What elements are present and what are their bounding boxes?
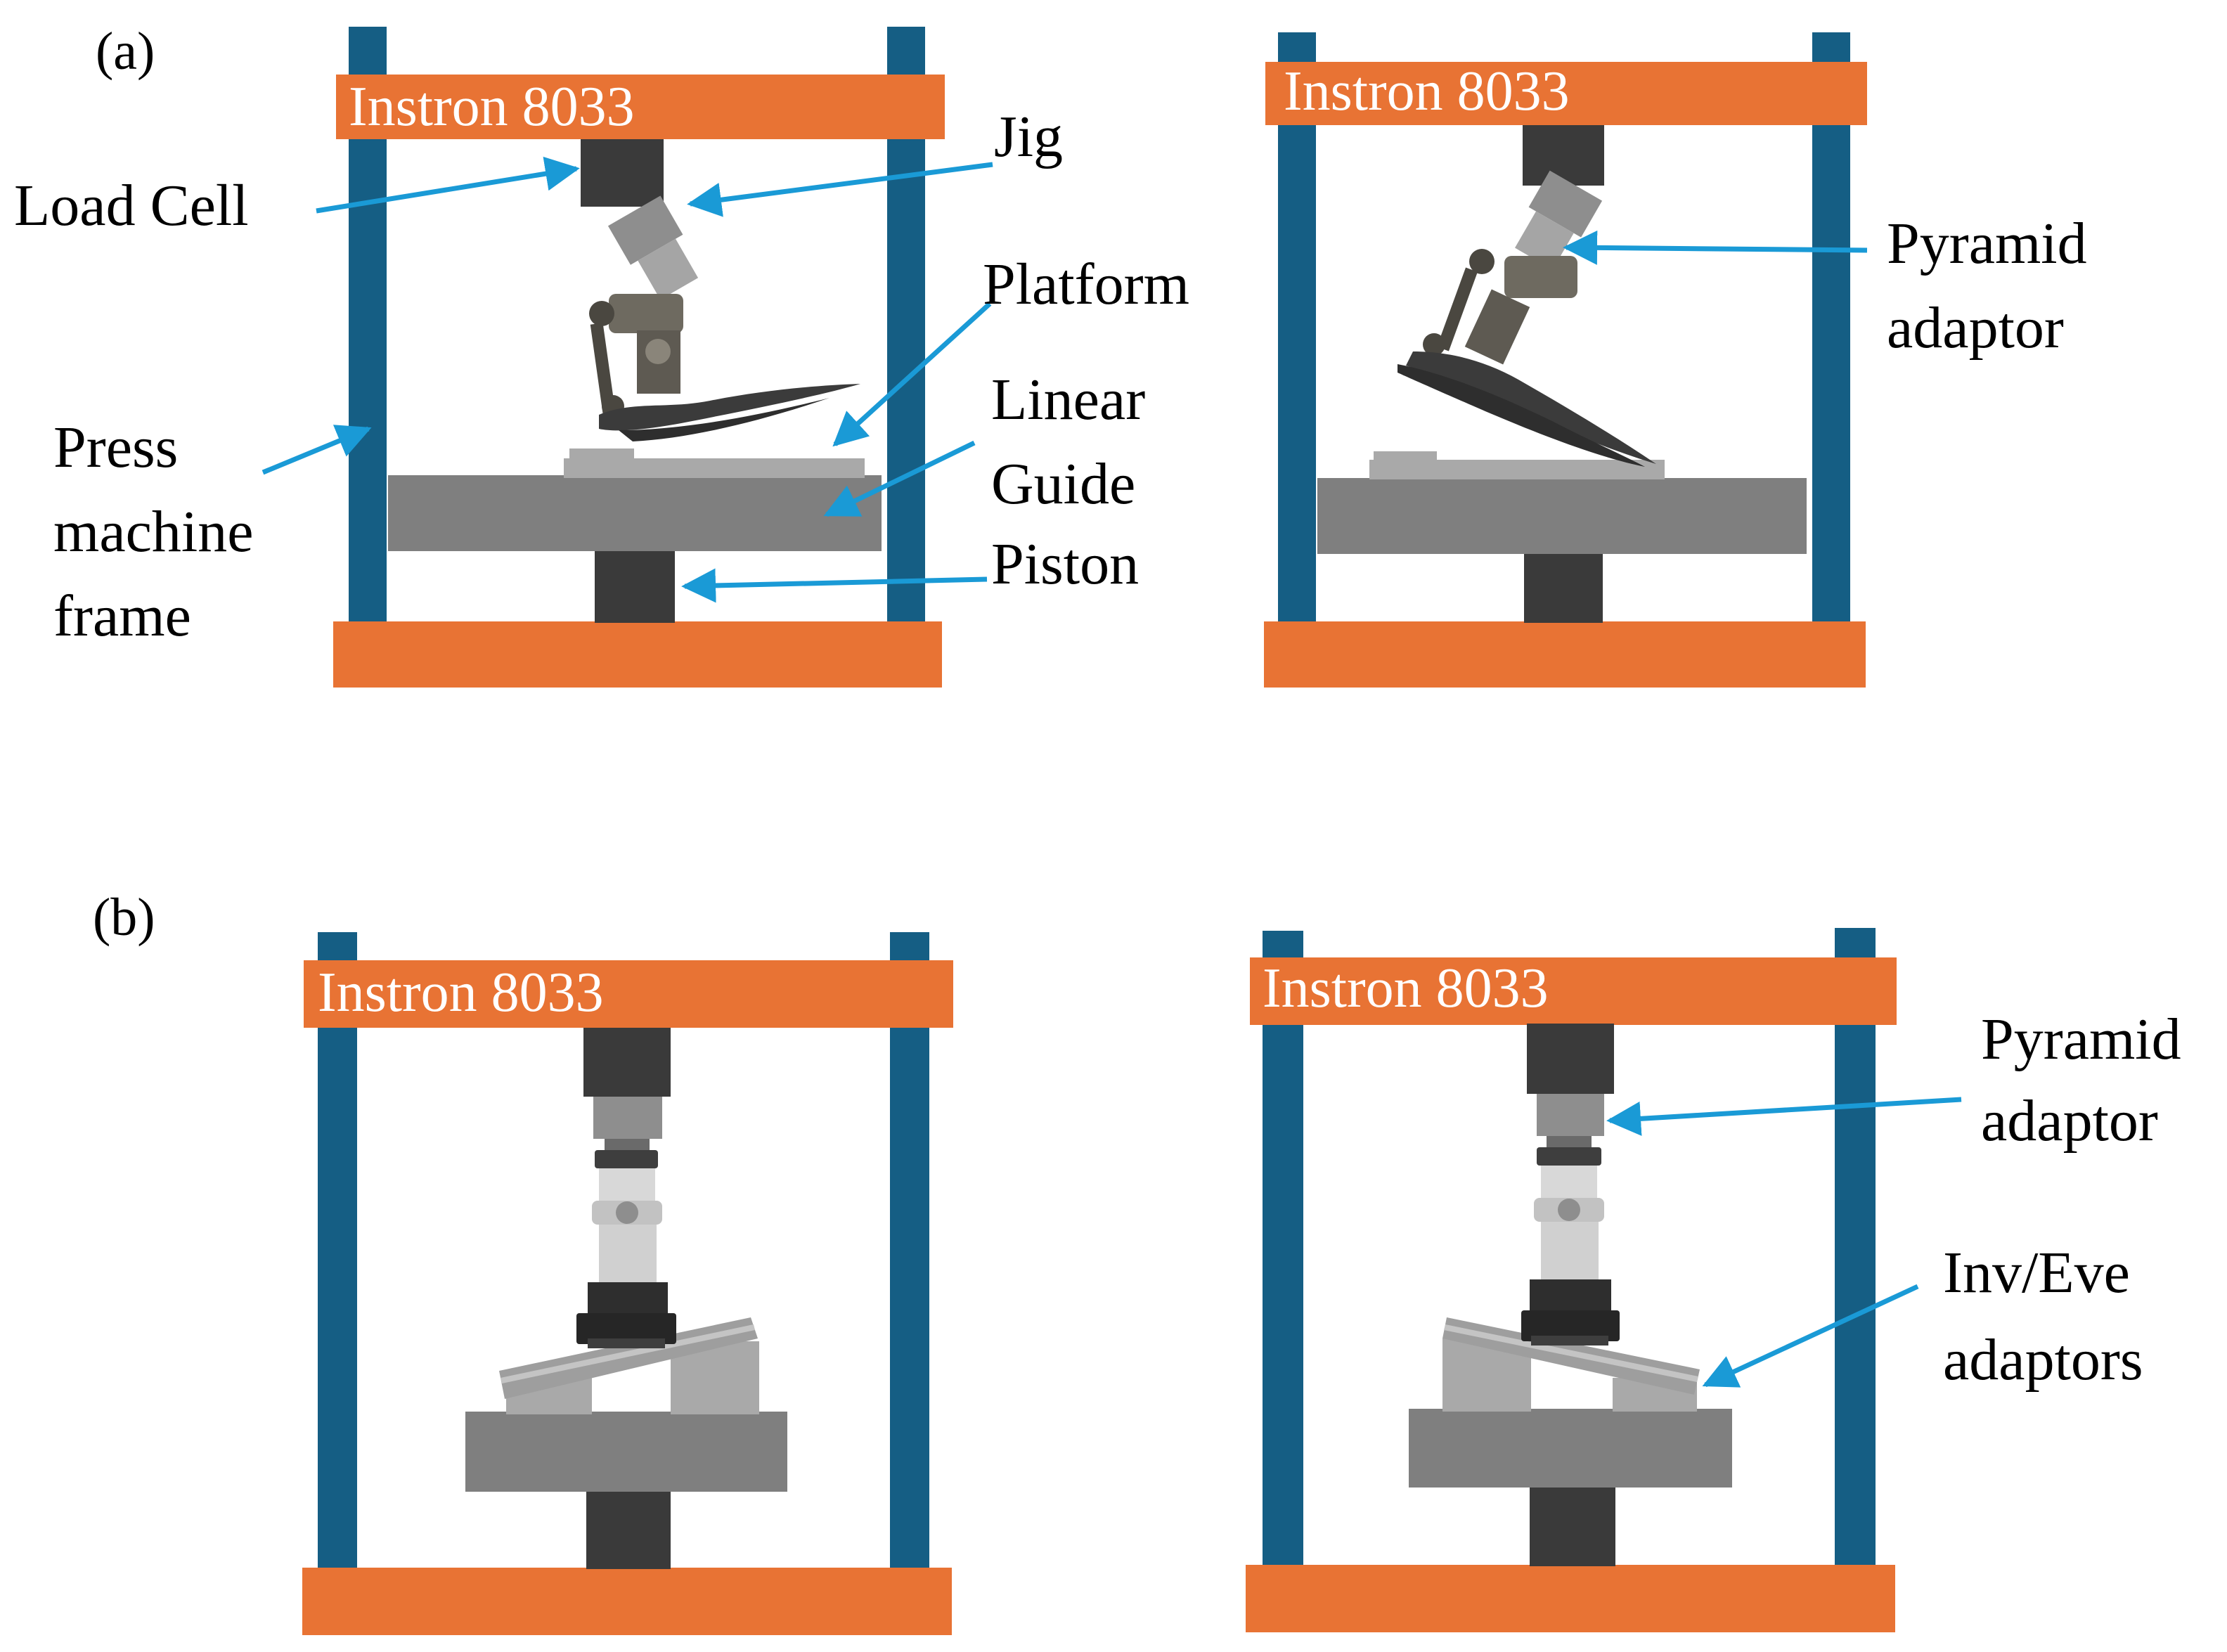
load-cell (1523, 125, 1604, 186)
top-crossbar (1265, 62, 1867, 125)
carbon-foot-blade (1406, 351, 1656, 464)
ankle-unit (589, 294, 683, 418)
arrow-inv-eve (1702, 1284, 1919, 1388)
machine-a-right: Instron 8033 (1264, 32, 1867, 688)
piston (586, 1490, 671, 1569)
piston (1524, 550, 1603, 623)
label-pyramid-b-2: adaptor (1981, 1088, 2158, 1154)
frame-column-left (1278, 32, 1316, 623)
label-pyramid-b-1: Pyramid (1981, 1007, 2181, 1072)
prosthetic-foot (607, 195, 699, 300)
base-crossbar (1264, 621, 1866, 688)
top-crossbar (304, 960, 953, 1028)
jig (607, 195, 683, 265)
load-cell (583, 1028, 671, 1097)
arrow-pyramid-a (1563, 230, 1868, 265)
arrow-platform (832, 302, 992, 447)
machine-b-right: Instron 8033 (1246, 928, 1897, 1632)
frame-column-right (1835, 928, 1876, 1566)
frame-column-right (890, 932, 929, 1580)
arrow-load-cell (316, 156, 580, 214)
label-inv-eve-2: adaptors (1943, 1327, 2143, 1393)
label-piston: Piston (991, 531, 1139, 597)
frame-column-right (1812, 32, 1850, 623)
arrow-piston (681, 568, 988, 603)
platform (465, 1412, 787, 1492)
platform (388, 475, 882, 551)
panel-label-b: (b) (93, 888, 155, 947)
carbon-foot-sole (1397, 364, 1645, 467)
machine-b-left: Instron 8033 (302, 932, 953, 1635)
arrow-pyramid-b (1606, 1097, 1962, 1136)
platform (1317, 478, 1807, 554)
linear-guide-block (1374, 451, 1437, 464)
machine-label: Instron 8033 (1284, 60, 1570, 122)
base-crossbar (1246, 1565, 1895, 1632)
label-load-cell: Load Cell (14, 173, 249, 238)
machine-label: Instron 8033 (318, 962, 604, 1024)
jig (1528, 170, 1603, 238)
machine-label: Instron 8033 (1263, 957, 1549, 1019)
jig (1537, 1094, 1604, 1136)
jig (593, 1097, 662, 1139)
ankle-unit (1423, 249, 1577, 365)
arrow-linear-guide (823, 440, 976, 517)
frame-column-left (1263, 931, 1303, 1566)
top-crossbar (1250, 957, 1897, 1025)
carbon-foot-sole (619, 398, 830, 441)
label-press-frame-1: Press (53, 415, 178, 480)
prosthetic-foot (1515, 170, 1603, 270)
label-pyramid-a-2: adaptor (1887, 295, 2064, 361)
arrow-press-frame (262, 425, 372, 475)
machine-a-left: Instron 8033 (333, 27, 945, 688)
platform (1409, 1409, 1732, 1488)
label-platform: Platform (983, 252, 1189, 317)
piston (1530, 1488, 1615, 1566)
frame-column-left (318, 932, 357, 1580)
base-crossbar (302, 1568, 952, 1635)
label-linear-guide-1: Linear (991, 367, 1145, 432)
pyramid-adaptor (1515, 211, 1574, 270)
ankle-unit (1521, 1136, 1620, 1346)
label-linear-guide-2: Guide (991, 451, 1135, 517)
label-pyramid-a-1: Pyramid (1887, 211, 2087, 276)
top-crossbar (336, 75, 945, 139)
label-press-frame-2: machine (53, 499, 254, 564)
carbon-foot-blade (599, 384, 860, 431)
label-jig: Jig (994, 104, 1063, 169)
load-cell (581, 139, 664, 207)
linear-guide-block (569, 449, 634, 463)
ankle-unit (576, 1139, 676, 1348)
base-crossbar (333, 621, 942, 688)
pyramid-adaptor (638, 238, 699, 300)
arrow-jig (687, 162, 993, 217)
label-inv-eve-1: Inv/Eve (1943, 1240, 2130, 1305)
label-press-frame-3: frame (53, 583, 191, 649)
machine-label: Instron 8033 (349, 76, 635, 138)
piston (595, 550, 675, 623)
load-cell (1527, 1024, 1614, 1094)
callout-arrows (262, 156, 1962, 1388)
panel-label-a: (a) (96, 22, 155, 81)
